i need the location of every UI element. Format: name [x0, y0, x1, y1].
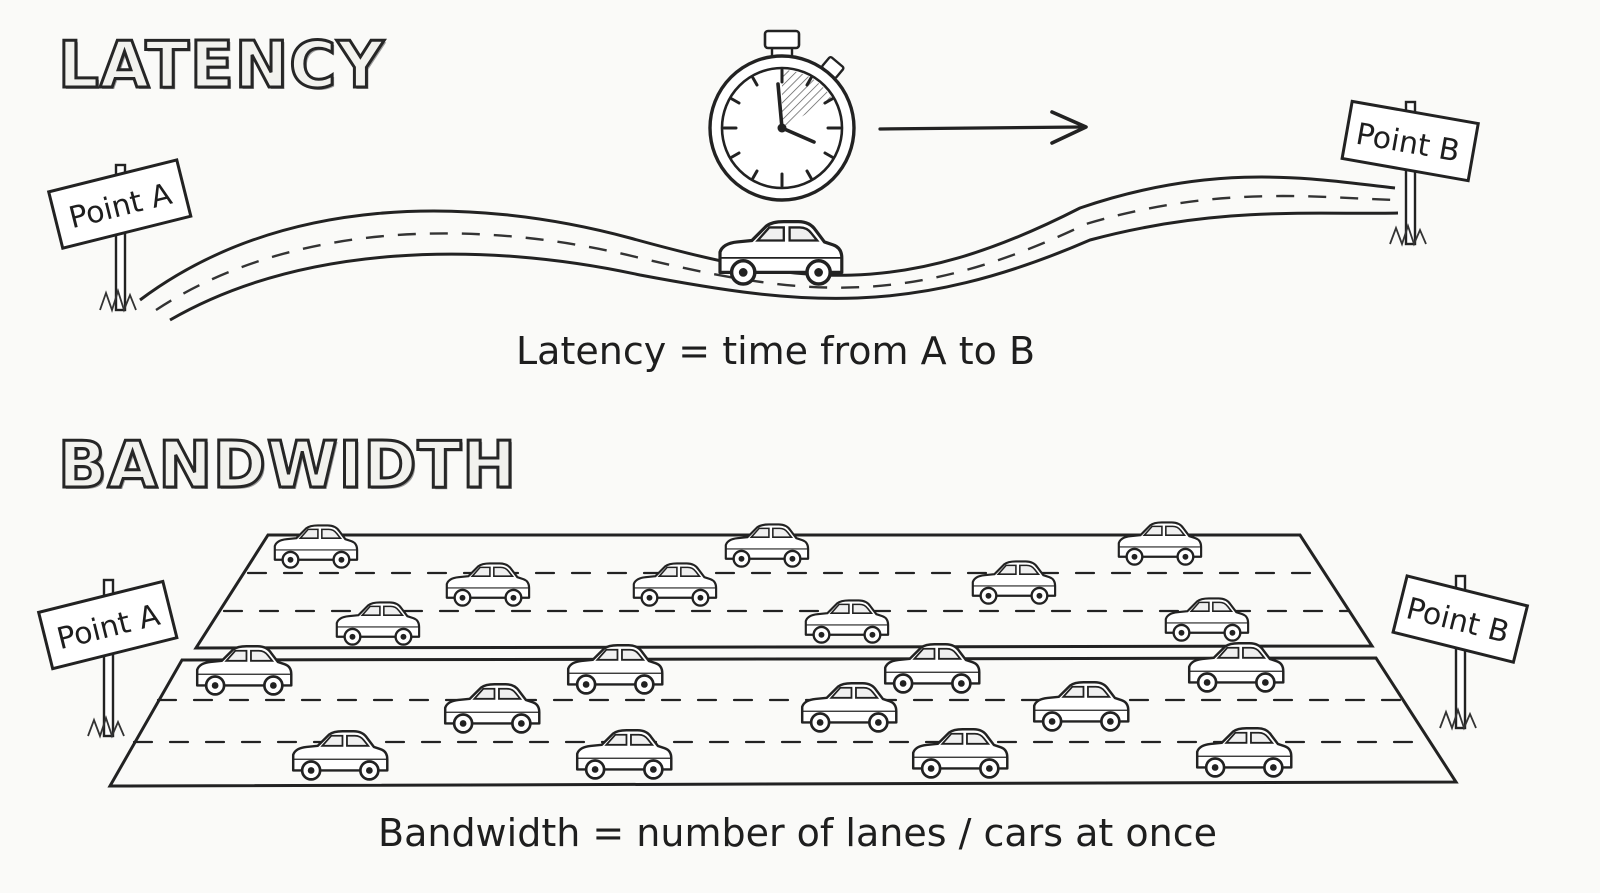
- signpost-icon: [114, 163, 127, 312]
- latency-title: LATENCY: [57, 29, 386, 103]
- grass-icon: [1439, 707, 1477, 731]
- highway-lower: [107, 656, 1459, 788]
- signpost-icon: [1454, 574, 1467, 730]
- highway-upper: [193, 533, 1375, 650]
- bandwidth-cars: [195, 521, 1293, 781]
- latency-sign-point-b: Point B: [1340, 99, 1480, 247]
- arrow-right-icon: [878, 110, 1088, 145]
- car-icon: [800, 681, 898, 733]
- car-icon: [1032, 680, 1130, 732]
- car-icon: [718, 219, 844, 286]
- car-icon: [724, 523, 810, 568]
- car-icon: [971, 560, 1057, 605]
- bandwidth-title: BANDWIDTH: [57, 429, 518, 503]
- latency-section: Point A Point B: [46, 29, 1480, 322]
- car-icon: [443, 682, 541, 734]
- car-icon: [195, 644, 293, 696]
- car-icon: [291, 729, 389, 781]
- car-icon: [804, 599, 890, 644]
- latency-caption: Latency = time from A to B: [516, 329, 1036, 373]
- car-icon: [335, 601, 421, 646]
- grass-icon: [87, 715, 125, 739]
- grass-icon: [99, 288, 137, 313]
- car-icon: [1195, 726, 1293, 778]
- grass-icon: [1389, 223, 1427, 247]
- car-icon: [273, 524, 359, 569]
- bandwidth-caption: Bandwidth = number of lanes / cars at on…: [378, 811, 1218, 855]
- latency-car: [718, 219, 844, 286]
- road-edge-bottom: [169, 211, 1399, 322]
- car-icon: [632, 562, 718, 607]
- stopwatch-icon: [708, 29, 856, 202]
- car-icon: [566, 643, 664, 695]
- car-icon: [1187, 641, 1285, 693]
- car-icon: [883, 642, 981, 694]
- bandwidth-section: Point A Point B: [36, 521, 1530, 788]
- signpost-icon: [102, 578, 115, 738]
- latency-sign-point-a: Point A: [46, 158, 193, 313]
- bandwidth-sign-point-b: Point B: [1391, 574, 1530, 731]
- car-icon: [1117, 521, 1203, 566]
- bandwidth-sign-point-a: Point A: [36, 578, 179, 739]
- car-icon: [445, 562, 531, 607]
- signpost-icon: [1404, 100, 1417, 246]
- car-icon: [575, 728, 673, 780]
- car-icon: [911, 727, 1009, 779]
- car-icon: [1164, 597, 1250, 642]
